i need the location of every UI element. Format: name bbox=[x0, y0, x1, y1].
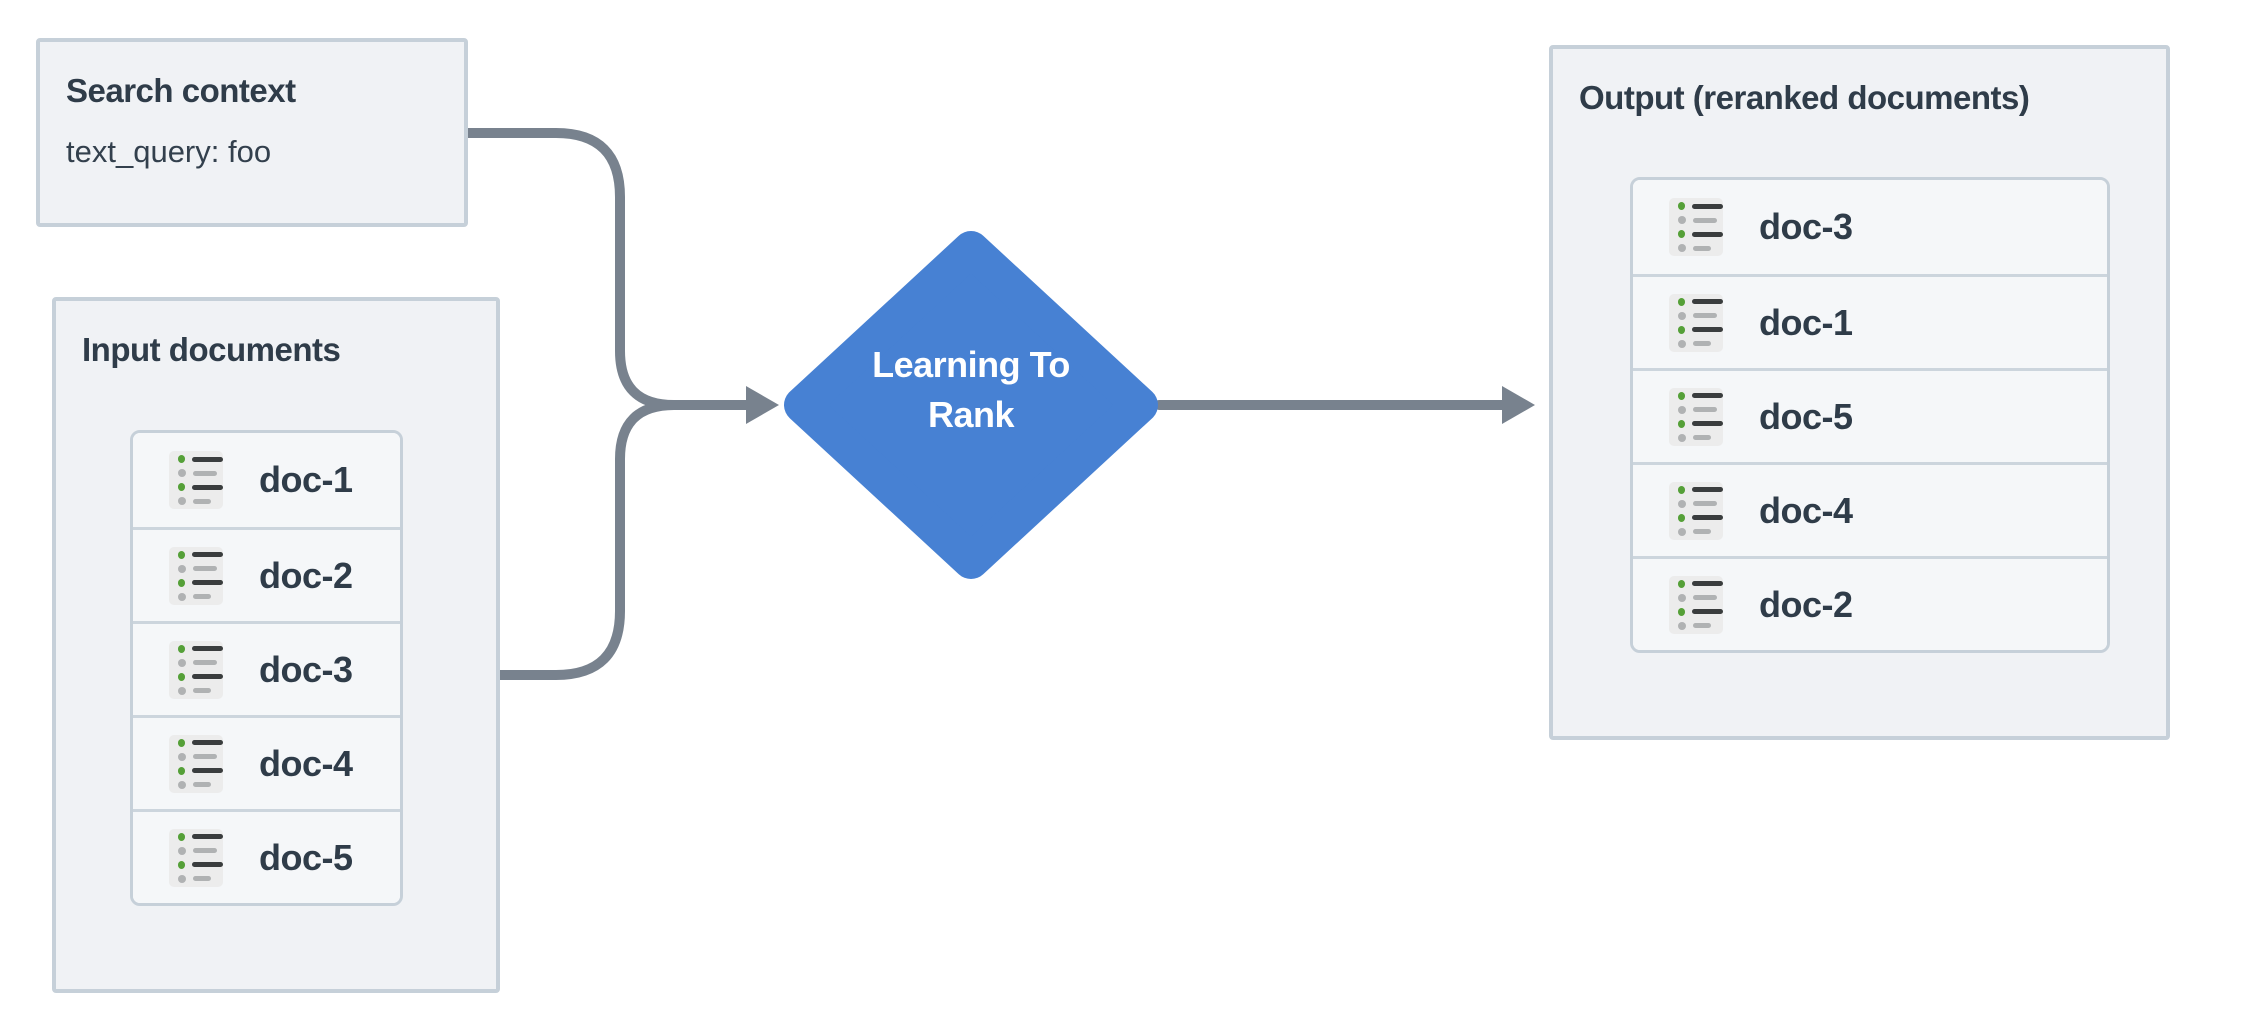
doc-label: doc-4 bbox=[1759, 489, 1853, 531]
doc-row: doc-4 bbox=[1633, 462, 2107, 556]
doc-label: doc-5 bbox=[1759, 395, 1853, 437]
input-doc-list: doc-1 doc-2 bbox=[130, 430, 403, 906]
search-context-title: Search context bbox=[66, 72, 296, 109]
list-icon bbox=[169, 640, 223, 699]
list-icon bbox=[169, 734, 223, 793]
doc-label: doc-3 bbox=[259, 648, 353, 690]
doc-row: doc-4 bbox=[133, 715, 400, 809]
list-icon bbox=[1669, 293, 1723, 352]
search-context-panel: Search context text_query: foo bbox=[36, 38, 468, 227]
output-doc-list: doc-3 doc-1 bbox=[1630, 177, 2110, 653]
list-icon bbox=[1669, 481, 1723, 540]
doc-row: doc-3 bbox=[1633, 180, 2107, 274]
doc-label: doc-1 bbox=[1759, 301, 1853, 343]
list-icon bbox=[1669, 198, 1723, 256]
doc-label: doc-2 bbox=[259, 554, 353, 596]
input-documents-title: Input documents bbox=[82, 331, 341, 368]
doc-label: doc-4 bbox=[259, 742, 353, 784]
ltr-label-line-1: Learning To bbox=[872, 344, 1070, 385]
doc-label: doc-1 bbox=[259, 459, 353, 500]
arrowhead-into-output-icon bbox=[1502, 386, 1535, 424]
ltr-label-line-2: Rank bbox=[927, 394, 1015, 435]
list-icon bbox=[1669, 575, 1723, 634]
output-documents-title: Output (reranked documents) bbox=[1579, 79, 2030, 116]
doc-row: doc-3 bbox=[133, 621, 400, 715]
doc-label: doc-3 bbox=[1759, 206, 1853, 247]
list-icon bbox=[169, 828, 223, 887]
list-icon bbox=[169, 451, 223, 509]
input-documents-panel: Input documents doc-1 bbox=[52, 297, 500, 993]
list-icon bbox=[169, 546, 223, 605]
list-icon bbox=[1669, 387, 1723, 446]
doc-label: doc-2 bbox=[1759, 583, 1853, 625]
doc-row: doc-1 bbox=[133, 433, 400, 527]
doc-row: doc-2 bbox=[1633, 556, 2107, 650]
doc-row: doc-2 bbox=[133, 527, 400, 621]
learning-to-rank-label: Learning To Rank bbox=[771, 340, 1171, 440]
doc-row: doc-5 bbox=[1633, 368, 2107, 462]
doc-row: doc-1 bbox=[1633, 274, 2107, 368]
search-context-query: text_query: foo bbox=[66, 134, 272, 169]
doc-label: doc-5 bbox=[259, 836, 353, 878]
output-documents-panel: Output (reranked documents) doc-3 bbox=[1549, 45, 2170, 740]
connector-docs-to-ltr bbox=[493, 400, 679, 680]
doc-row: doc-5 bbox=[133, 809, 400, 903]
